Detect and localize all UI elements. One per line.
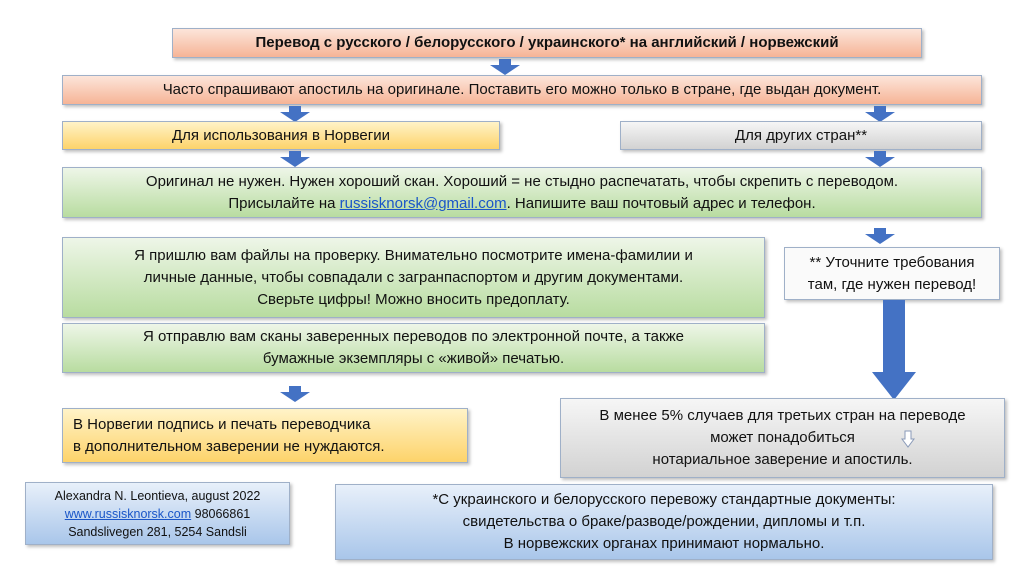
arrow-down-icon <box>490 59 520 75</box>
arrow-down-icon <box>280 106 310 122</box>
other-result-line: В менее 5% случаев для третьих стран на … <box>599 407 966 424</box>
other-countries-branch-box: Для других стран** <box>620 121 982 150</box>
website-link[interactable]: www.russisknorsk.com <box>64 506 192 521</box>
email-link[interactable]: russisknorsk@gmail.com <box>339 194 507 212</box>
scan-line: Оригинал не нужен. Нужен хороший скан. Х… <box>145 172 899 190</box>
scan-box: Оригинал не нужен. Нужен хороший скан. Х… <box>62 167 982 218</box>
other-result-box: В менее 5% случаев для третьих стран на … <box>560 398 1005 478</box>
other-branch-text: Для других стран** <box>734 126 868 144</box>
norway-result-line: В Норвегии подпись и печать переводчика <box>73 415 371 433</box>
check-line: личные данные, чтобы совпадали с загранп… <box>143 268 684 286</box>
send-box: Я отправлю вам сканы заверенных переводо… <box>62 323 765 373</box>
footnote-box: *С украинского и белорусского перевожу с… <box>335 484 993 560</box>
check-line: Сверьте цифры! Можно вносить предоплату. <box>257 290 570 308</box>
hollow-arrow-down-icon <box>901 430 915 448</box>
contact-name: Alexandra N. Leontieva, august 2022 <box>54 488 261 503</box>
check-box: Я пришлю вам файлы на проверку. Внимател… <box>62 237 765 318</box>
arrow-down-icon <box>865 151 895 167</box>
other-result-line: нотариальное заверение и апостиль. <box>652 451 913 468</box>
phone-text: 98066861 <box>191 506 251 521</box>
big-arrow-down-icon <box>872 300 916 400</box>
scan-line-email: Присылайте на russisknorsk@gmail.com. На… <box>228 193 815 215</box>
text: . Напишите ваш почтовый адрес и телефон. <box>506 194 816 212</box>
norway-branch-box: Для использования в Норвегии <box>62 121 500 150</box>
send-line: бумажные экземпляры с «живой» печатью. <box>262 350 565 367</box>
norway-result-box: В Норвегии подпись и печать переводчика … <box>62 408 468 463</box>
footnote-line: *С украинского и белорусского перевожу с… <box>432 491 896 508</box>
apostille-note-text: Часто спрашивают апостиль на оригинале. … <box>162 81 882 98</box>
clarify-line: ** Уточните требования <box>809 253 975 271</box>
arrow-down-icon <box>865 228 895 244</box>
contact-address: Sandslivegen 281, 5254 Sandsli <box>68 524 247 539</box>
clarify-line: там, где нужен перевод! <box>807 275 977 293</box>
contact-web-line: www.russisknorsk.com 98066861 <box>65 505 251 523</box>
footnote-line: свидетельства о браке/разводе/рождении, … <box>462 513 866 530</box>
contact-box: Alexandra N. Leontieva, august 2022 www.… <box>25 482 290 545</box>
apostille-note-box: Часто спрашивают апостиль на оригинале. … <box>62 75 982 105</box>
text: Присылайте на <box>228 194 340 212</box>
title-text: Перевод с русского / белорусского / укра… <box>255 34 839 51</box>
send-line: Я отправлю вам сканы заверенных переводо… <box>143 328 684 345</box>
norway-branch-text: Для использования в Норвегии <box>172 126 390 144</box>
footnote-line: В норвежских органах принимают нормально… <box>503 535 825 552</box>
check-line: Я пришлю вам файлы на проверку. Внимател… <box>134 246 693 264</box>
arrow-down-icon <box>280 151 310 167</box>
norway-result-line: в дополнительном заверении не нуждаются. <box>73 437 385 455</box>
clarify-box: ** Уточните требования там, где нужен пе… <box>784 247 1000 300</box>
other-result-line: может понадобиться <box>710 429 855 446</box>
arrow-down-icon <box>280 386 310 402</box>
arrow-down-icon <box>865 106 895 122</box>
title-box: Перевод с русского / белорусского / укра… <box>172 28 922 58</box>
